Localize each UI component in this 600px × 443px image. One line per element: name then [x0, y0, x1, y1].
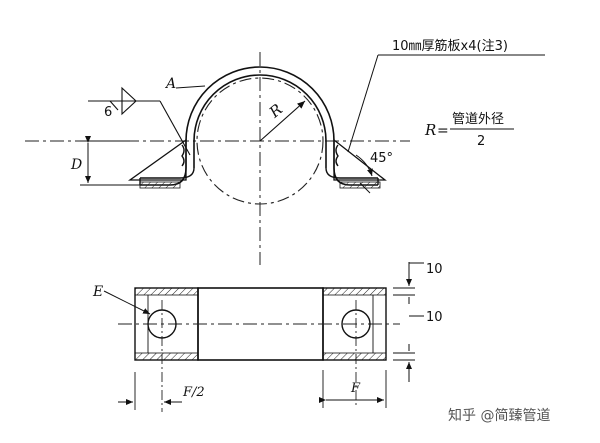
dim-top-label: 10 — [426, 262, 443, 277]
watermark: 知乎 @简臻管道 — [448, 407, 550, 424]
label-d: D — [70, 157, 82, 173]
radius-numerator: 管道外径 — [452, 112, 504, 127]
dimension-half-f: F/2 — [118, 372, 205, 410]
dimension-f: F — [319, 370, 387, 408]
right-foot-inner — [325, 167, 378, 179]
radius-denominator: 2 — [477, 134, 485, 149]
dim-bottom-label: 10 — [426, 310, 443, 325]
dimension-d: D — [70, 136, 140, 186]
radius-label-k: R — [265, 100, 286, 122]
u-strap-inner — [193, 74, 327, 168]
left-foot-inner — [140, 167, 195, 179]
weld-symbol: 6 — [88, 86, 191, 156]
weld-size-label: 6 — [104, 105, 112, 120]
right-stiffener — [333, 138, 387, 181]
top-view: E F/2 F 10 10 — [92, 262, 443, 412]
u-strap-outer — [185, 66, 335, 168]
right-base-hatch — [339, 181, 381, 189]
radius-leader — [259, 100, 306, 142]
left-base-hatch — [139, 181, 181, 189]
left-stiffener — [127, 138, 187, 181]
plate-note: 10㎜厚筋板x4(注3) — [392, 38, 508, 54]
dim-f-label: F — [350, 381, 361, 396]
radius-equals: = — [437, 123, 449, 139]
label-a: A — [164, 76, 176, 92]
dim-half-f-label: F/2 — [182, 385, 205, 400]
radius-symbol: R — [424, 121, 436, 139]
front-view: R A 6 D 45° 10㎜厚筋板x4(注3) R = — [25, 38, 545, 265]
pipe-outline — [196, 77, 324, 205]
dimension-ten-stack: 10 10 — [393, 262, 443, 382]
radius-formula: R = 管道外径 2 — [424, 112, 514, 149]
label-e: E — [92, 284, 103, 300]
angle-label: 45° — [370, 151, 393, 166]
angle-arc — [355, 154, 373, 177]
